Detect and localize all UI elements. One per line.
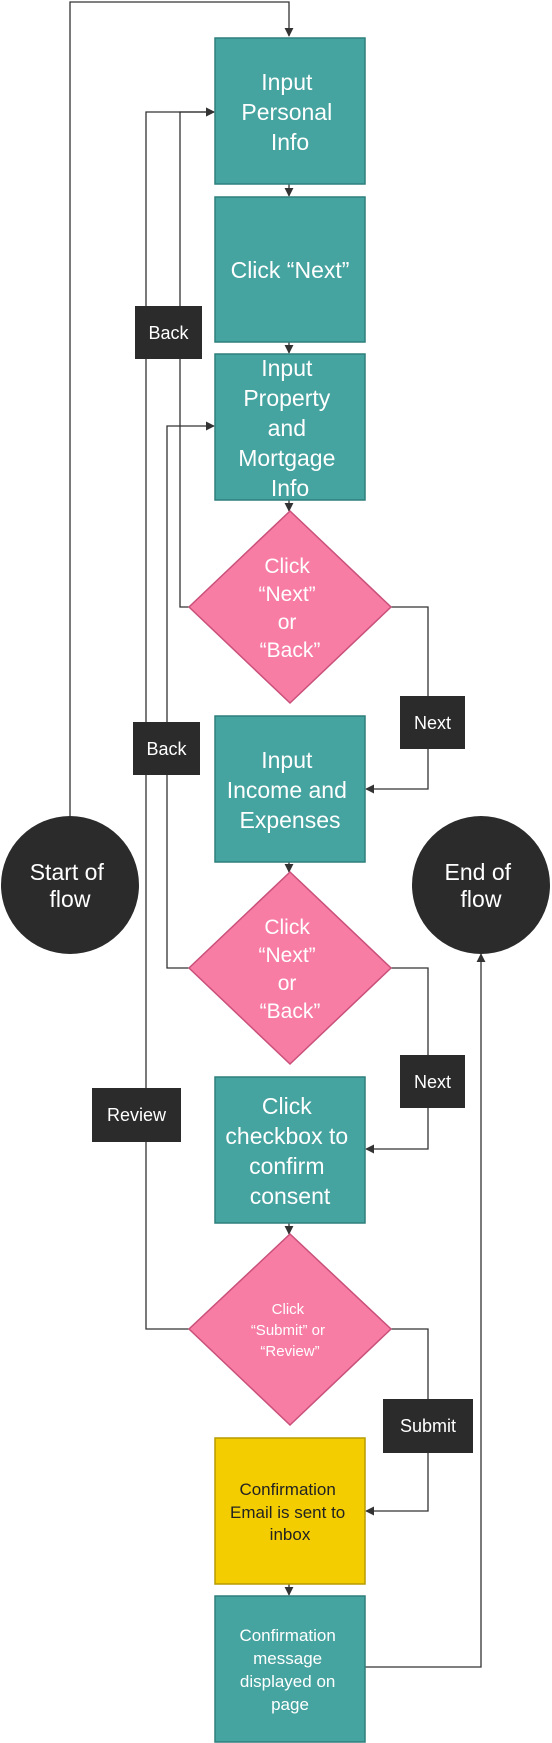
message-line-3: displayed on: [240, 1672, 335, 1691]
edge-decision-2-back: [166, 421, 215, 969]
consent-line-4: consent: [250, 1183, 331, 1209]
income-line-2: Income and: [227, 777, 347, 803]
svg-text:End of flow: End of flow: [445, 859, 518, 912]
consent-line-3: confirm: [249, 1153, 324, 1179]
decision-2-node: Click “Next” or “Back”: [187, 870, 393, 1066]
end-line-2: flow: [461, 886, 502, 912]
income-box: [214, 715, 366, 863]
personal-info-node: Input Personal Info: [214, 37, 366, 185]
email-line-3: inbox: [270, 1525, 311, 1544]
message-node: Confirmation message displayed on page: [214, 1595, 366, 1743]
income-node: Input Income and Expenses: [214, 715, 366, 863]
email-node: Confirmation Email is sent to inbox: [214, 1437, 366, 1585]
property-info-line-5: Info: [271, 475, 309, 501]
svg-text:Confirmation Email is se: Confirmation Email is sent to inbox: [230, 1480, 350, 1544]
consent-line-1: Click: [262, 1093, 312, 1119]
decision-3-line-1: Click: [272, 1301, 305, 1318]
consent-line-2: checkbox to: [225, 1123, 348, 1149]
edge-label-back-1-text: Back: [148, 323, 189, 343]
property-info-line-1: Input: [261, 355, 313, 381]
edge-label-next-2-text: Next: [414, 1072, 451, 1092]
message-line-4: page: [271, 1695, 309, 1714]
click-next-node: Click “Next”: [214, 196, 366, 343]
decision-2-line-4: “Back”: [260, 1000, 321, 1023]
edge-label-review-text: Review: [107, 1105, 167, 1125]
click-next-box: [214, 196, 366, 343]
decision-1-diamond: [187, 509, 393, 705]
decision-1-line-2: “Next”: [258, 583, 315, 606]
decision-2-line-1: Click: [264, 916, 310, 939]
edge-start-to-personal-info: [69, 1, 294, 816]
message-line-2: message: [253, 1649, 322, 1668]
decision-1-line-3: or: [278, 611, 297, 634]
edge-label-next-2: Next: [400, 1055, 465, 1108]
income-line-3: Expenses: [239, 807, 340, 833]
personal-info-line-1: Input: [261, 69, 313, 95]
edge-label-back-2: Back: [133, 722, 200, 775]
edge-label-review-box: [92, 1088, 181, 1142]
start-line-2: flow: [50, 886, 91, 912]
email-box: [214, 1437, 366, 1585]
email-line-2: Email is sent to: [230, 1503, 345, 1522]
svg-text:Click “Submit” or: Click “Submit” or “Review”: [251, 1301, 329, 1360]
end-line-1: End of: [445, 859, 512, 885]
property-info-box: [214, 353, 366, 501]
start-circle: [1, 816, 139, 954]
message-box: [214, 1595, 366, 1743]
edge-label-back-1: Back: [135, 306, 202, 359]
start-line-1: Start of: [30, 859, 105, 885]
property-info-line-2: Property: [243, 385, 330, 411]
end-node: End of flow: [412, 816, 550, 954]
click-next-line-1: Click “Next”: [231, 257, 350, 283]
decision-3-line-3: “Review”: [260, 1343, 319, 1360]
personal-info-line-3: Info: [271, 129, 309, 155]
property-info-line-4: Mortgage: [238, 445, 335, 471]
edge-message-to-end: [364, 953, 486, 1668]
edge-label-review: Review: [92, 1088, 181, 1142]
decision-2-diamond: [187, 870, 393, 1066]
property-info-line-3: and: [268, 415, 306, 441]
decision-3-line-2: “Submit” or: [251, 1322, 325, 1339]
svg-text:Input Income and E: Input Income and Expenses: [227, 747, 354, 833]
edge-label-next-2-box: [400, 1055, 465, 1108]
edge-label-next-1: Next: [400, 696, 465, 749]
email-line-1: Confirmation: [239, 1480, 335, 1499]
decision-2-line-2: “Next”: [258, 944, 315, 967]
edge-label-submit-box: [383, 1399, 473, 1453]
svg-text:Input Personal Inf: Input Personal Info: [241, 69, 338, 155]
decision-3-node: Click “Submit” or “Review”: [187, 1232, 393, 1427]
svg-text:Input Property and: Input Property and Mortgage Info: [238, 355, 342, 501]
edge-label-submit: Submit: [383, 1399, 473, 1453]
decision-1-line-4: “Back”: [260, 639, 321, 662]
svg-text:Confirmation message: Confirmation message displayed on page: [239, 1626, 340, 1714]
svg-text:Click “Next”: Click “Next”: [231, 257, 350, 283]
end-circle: [412, 816, 550, 954]
message-line-1: Confirmation: [239, 1626, 335, 1645]
edge-label-next-1-text: Next: [414, 713, 451, 733]
edge-decision-3-review: [145, 107, 215, 1330]
personal-info-line-2: Personal: [241, 99, 332, 125]
svg-text:Start of flow: Start of flow: [30, 859, 111, 912]
start-node: Start of flow: [1, 816, 139, 954]
edge-label-back-2-text: Back: [146, 739, 187, 759]
consent-box: [214, 1076, 366, 1224]
income-line-1: Input: [261, 747, 313, 773]
svg-text:Click checkbox to: Click checkbox to confirm consent: [225, 1093, 354, 1209]
svg-text:Click “Next” or: Click “Next” or “Back”: [258, 916, 321, 1023]
decision-1-line-1: Click: [264, 555, 310, 578]
consent-node: Click checkbox to confirm consent: [214, 1076, 366, 1224]
property-info-node: Input Property and Mortgage Info: [214, 353, 366, 501]
personal-info-box: [214, 37, 366, 185]
edge-label-back-1-box: [135, 306, 202, 359]
edge-label-back-2-box: [133, 722, 200, 775]
decision-1-node: Click “Next” or “Back”: [187, 509, 393, 705]
edge-decision-1-back: [179, 107, 215, 608]
decision-3-diamond: [187, 1232, 393, 1427]
edge-label-next-1-box: [400, 696, 465, 749]
edge-label-submit-text: Submit: [400, 1416, 456, 1436]
decision-2-line-3: or: [278, 972, 297, 995]
svg-text:Click “Next” or: Click “Next” or “Back”: [258, 555, 321, 662]
